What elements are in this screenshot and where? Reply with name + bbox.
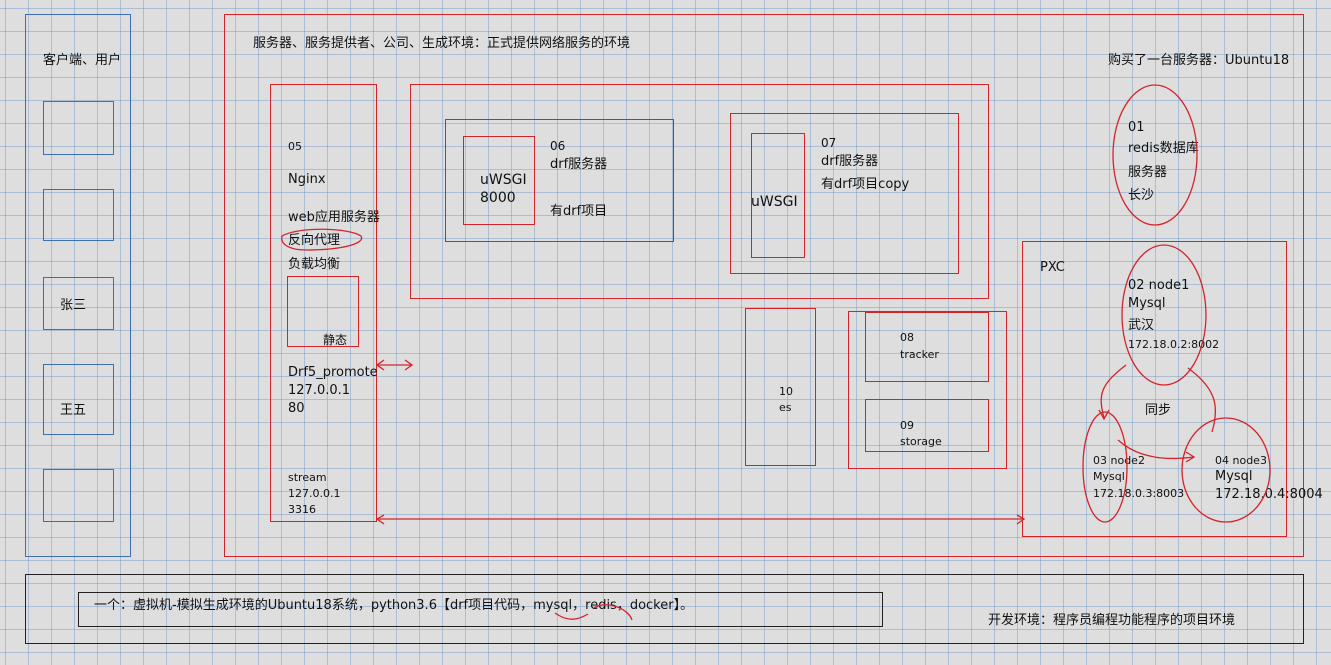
sync-label: 同步 [1145,403,1172,418]
client-panel [25,14,131,557]
node3-address: 172.18.0.4:8004 [1215,487,1323,502]
user-name: 张三 [60,298,87,313]
stream-name: stream [288,471,327,484]
tracker-box [865,312,989,382]
redis-name: redis数据库 [1128,141,1199,156]
dev-environment-label: 开发环境：程序员编程功能程序的项目环境 [988,613,1236,628]
node1-title: 02 node1 [1128,278,1190,293]
stream-ip: 127.0.0.1 [288,487,341,500]
drf-server-06-box [445,119,674,242]
pxc-label: PXC [1040,260,1065,275]
promote-port: 80 [288,401,305,416]
client-title: 客户端、用户 [43,53,122,68]
user-box-1 [43,101,114,155]
vm-description: 一个：虚拟机-模拟生成环境的Ubuntu18系统，python3.6【drf项目… [94,598,694,613]
server-title: 服务器、服务提供者、公司、生成环境：正式提供网络服务的环境 [253,36,631,51]
node1-location: 武汉 [1128,318,1155,333]
nginx-number: 05 [288,140,302,153]
uwsgi-06-port: 8000 [480,190,516,206]
pxc-cluster-box [1022,241,1287,537]
storage-number: 09 [900,419,914,432]
drf-07-note: 有drf项目copy [821,177,910,192]
user-name: 王五 [60,403,87,418]
redis-number: 01 [1128,120,1145,135]
static-files-box [287,276,359,347]
user-box-2 [43,189,114,241]
redis-role: 服务器 [1128,165,1168,180]
drf-cluster-box [410,84,989,299]
drf-06-number: 06 [550,139,566,153]
node1-db: Mysql [1128,296,1166,311]
drf-07-title: drf服务器 [821,154,879,169]
server-purchase-note: 购买了一台服务器：Ubuntu18 [1108,53,1290,68]
redis-location: 长沙 [1128,188,1155,203]
uwsgi-06-label: uWSGI [480,172,527,188]
nginx-role-proxy: 反向代理 [288,233,341,248]
promote-name: Drf5_promote [288,365,378,380]
tracker-number: 08 [900,331,914,344]
user-box-zhangsan: 张三 [43,277,114,330]
node2-db: Mysql [1093,470,1125,483]
uwsgi-07-box [751,133,805,258]
uwsgi-06-box [463,136,535,225]
node2-title: 03 node2 [1093,454,1145,467]
drf-06-title: drf服务器 [550,157,608,172]
stream-port: 3316 [288,503,316,516]
drf-07-number: 07 [821,136,837,150]
nginx-name: Nginx [288,172,326,187]
nginx-role-web: web应用服务器 [288,210,380,225]
es-name: es [779,401,792,414]
nginx-box [270,84,377,522]
storage-box [865,399,989,452]
node3-db: Mysql [1215,469,1253,484]
drf-server-07-box [730,113,959,274]
drf-06-note: 有drf项目 [550,204,608,219]
storage-name: storage [900,435,942,448]
fastdfs-box [848,311,1007,469]
promote-ip: 127.0.0.1 [288,383,351,398]
es-box [745,308,816,466]
user-box-wangwu: 王五 [43,364,114,435]
uwsgi-07-label: uWSGI [751,194,798,210]
dev-environment-box [25,574,1304,644]
user-box-5 [43,469,114,522]
nginx-role-balance: 负载均衡 [288,257,341,272]
node3-title: 04 node3 [1215,454,1267,467]
static-label: 静态 [323,333,348,347]
node1-address: 172.18.0.2:8002 [1128,338,1220,351]
server-environment-box [224,14,1304,557]
vm-description-box [78,592,883,627]
es-number: 10 [779,385,793,398]
tracker-name: tracker [900,348,939,361]
node2-address: 172.18.0.3:8003 [1093,487,1185,500]
